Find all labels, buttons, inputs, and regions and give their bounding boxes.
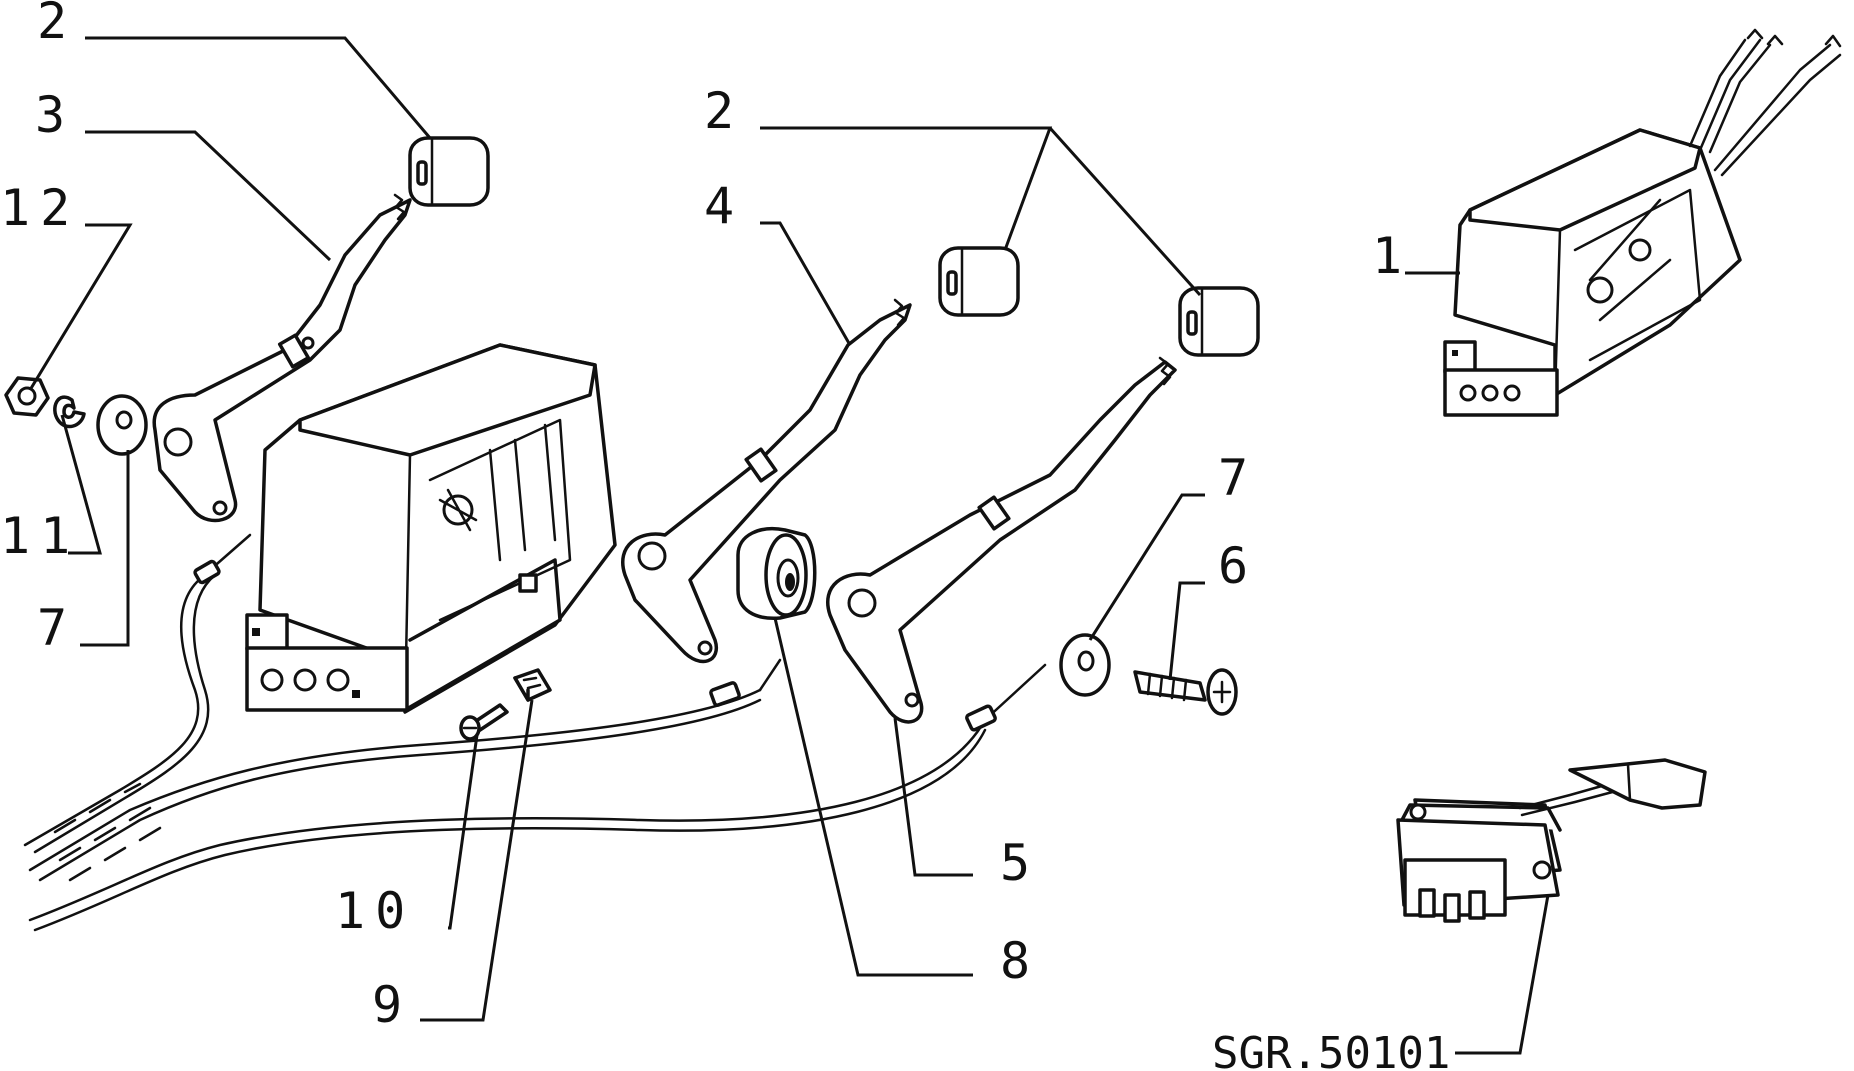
callout-6: 6 xyxy=(1218,537,1248,595)
lever-4 xyxy=(621,298,912,664)
bushing-8 xyxy=(736,527,817,620)
callout-8: 8 xyxy=(1000,932,1030,990)
washer-7-left xyxy=(96,394,148,456)
knob-2-center xyxy=(938,246,1020,317)
lever-housing xyxy=(245,343,617,714)
washer-7-right xyxy=(1059,633,1111,697)
screw-10 xyxy=(459,703,509,741)
leader-lines xyxy=(28,36,1550,1055)
callout-labels: 2 3 12 11 7 2 4 1 7 6 5 8 10 9 SGR.50101 xyxy=(0,0,1450,1071)
callout-2-left: 2 xyxy=(37,0,67,50)
nut-12 xyxy=(4,376,50,417)
callout-7-left: 7 xyxy=(37,599,67,657)
screw-6 xyxy=(1133,668,1238,716)
callout-2-center: 2 xyxy=(704,82,734,140)
callout-7-right: 7 xyxy=(1218,449,1248,507)
knob-2-left xyxy=(408,136,490,207)
callout-4: 4 xyxy=(704,177,734,235)
lever-3 xyxy=(152,193,412,523)
callout-9: 9 xyxy=(372,976,402,1034)
electrical-connector xyxy=(1396,758,1707,923)
callout-5: 5 xyxy=(1000,834,1030,892)
knob-2-right xyxy=(1178,286,1260,357)
clip-11 xyxy=(53,395,86,429)
callout-11: 11 xyxy=(0,507,80,565)
clip-9 xyxy=(513,668,552,702)
lever-5 xyxy=(826,356,1177,724)
drawing-code: SGR.50101 xyxy=(1212,1028,1450,1071)
callout-10: 10 xyxy=(335,882,415,940)
lever-assembly-1 xyxy=(1443,28,1842,417)
callout-12: 12 xyxy=(0,179,80,237)
callout-3: 3 xyxy=(35,86,65,144)
callout-1: 1 xyxy=(1372,227,1402,285)
